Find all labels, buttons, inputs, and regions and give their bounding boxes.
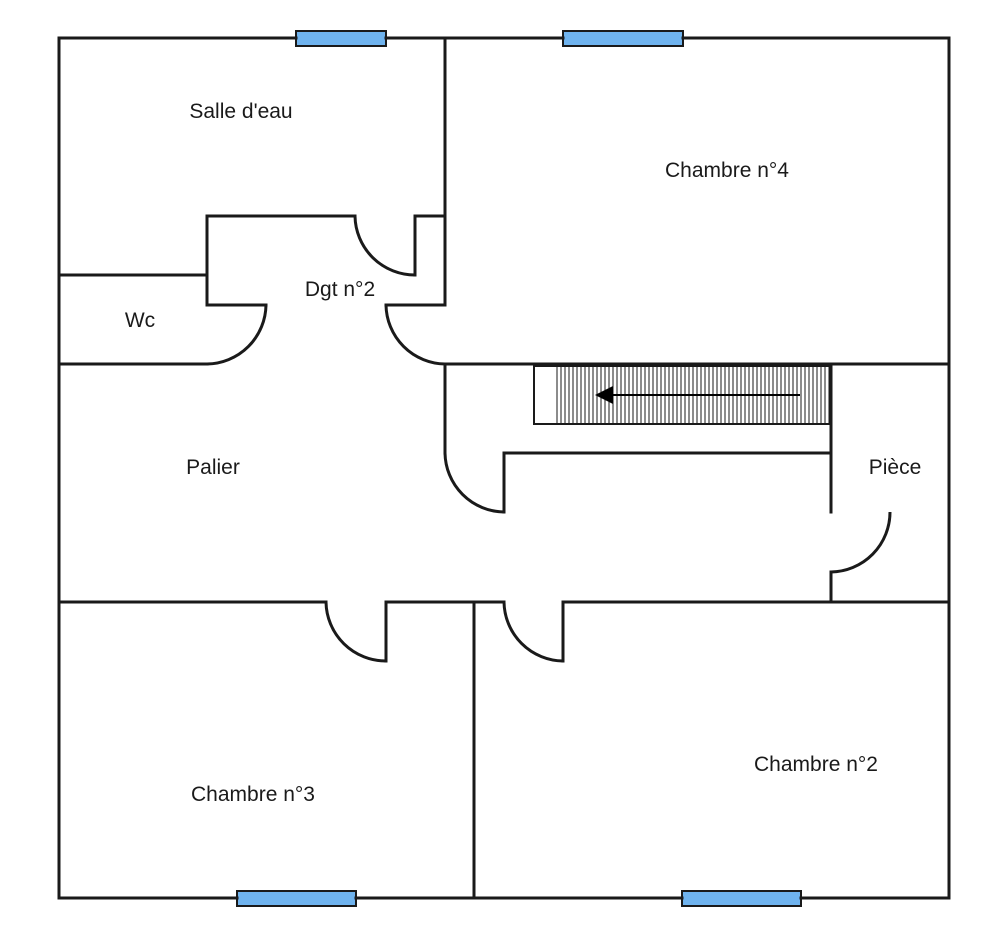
window-salle-eau: [295, 30, 387, 47]
label-salle-eau: Salle d'eau: [189, 100, 292, 123]
door-chambre3: [324, 601, 387, 663]
label-chambre2: Chambre n°2: [754, 753, 878, 776]
staircase: [533, 365, 831, 425]
label-wc: Wc: [125, 309, 155, 332]
label-chambre3: Chambre n°3: [191, 783, 315, 806]
label-palier: Palier: [186, 456, 240, 479]
window-chambre3: [236, 890, 357, 907]
door-salle-eau: [353, 215, 416, 277]
door-swings: [206, 215, 892, 663]
door-piece: [830, 511, 892, 574]
window-chambre4: [562, 30, 684, 47]
label-dgt2: Dgt n°2: [305, 278, 375, 301]
door-chambre2: [502, 601, 564, 663]
label-chambre4: Chambre n°4: [665, 159, 789, 182]
interior-walls: [57, 36, 951, 900]
door-wc: [206, 304, 268, 366]
door-stair: [443, 452, 505, 514]
outer-walls: [57, 36, 951, 900]
door-chambre4: [384, 304, 446, 366]
label-piece: Pièce: [869, 456, 922, 479]
left-arrow-icon: [595, 386, 613, 404]
room-labels: Salle d'eau Chambre n°4 Dgt n°2 Wc Palie…: [125, 100, 921, 806]
window-chambre2: [681, 890, 802, 907]
